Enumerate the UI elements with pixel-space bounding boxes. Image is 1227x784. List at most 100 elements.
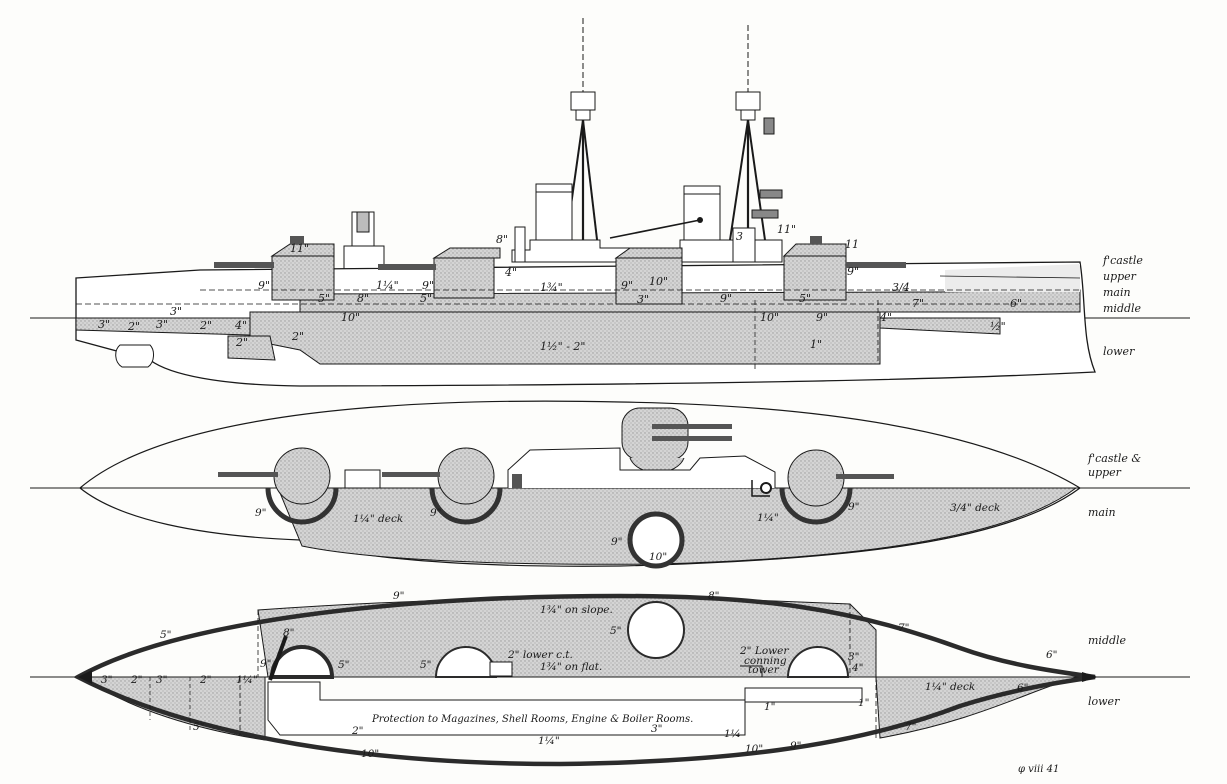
armor-thickness-label: 3: [736, 230, 743, 243]
deck-label-fcastle: f'castle: [1102, 254, 1143, 267]
armor-thickness-label: 9": [255, 507, 267, 519]
armor-thickness-label: 3": [101, 674, 113, 686]
armor-thickness-label: 3/4" deck: [950, 502, 1000, 514]
armor-thickness-label: 5": [338, 659, 350, 671]
profile-turrets: [214, 236, 906, 305]
armor-thickness-label: 1¼": [376, 279, 399, 292]
armor-thickness-label: 9": [260, 658, 272, 670]
plan-lower-armor-labels: 9"8"1¾" on slope.5"8"5"7"9"5"5"2" lower …: [101, 590, 1058, 760]
armor-thickness-label: 1¾" on flat.: [540, 661, 602, 673]
profile-deck-lines: [76, 275, 1081, 372]
plan-lower-view: middle lower Protection to Magazines, Sh…: [30, 590, 1190, 767]
armor-thickness-label: 9": [848, 501, 860, 513]
plan-lower-deck-middle: middle: [1088, 634, 1127, 647]
armor-thickness-label: 4": [504, 266, 517, 279]
armor-thickness-label: 2": [291, 330, 304, 343]
armor-thickness-label: 10": [341, 311, 360, 324]
armor-thickness-label: 1½" - 2": [540, 340, 586, 353]
armor-thickness-label: 5": [420, 292, 432, 305]
aft-belt: [879, 317, 1001, 335]
plan-upper-barbettes: [218, 407, 894, 569]
armor-thickness-label: 9": [720, 292, 732, 305]
plan-upper-deck-main: main: [1088, 506, 1116, 519]
armor-thickness-label: 2": [127, 320, 140, 333]
armor-thickness-label: 1¾": [540, 281, 563, 294]
armor-thickness-label: 9": [430, 507, 442, 519]
armor-thickness-label: 1¼": [757, 512, 779, 524]
armor-thickness-label: 3": [637, 293, 649, 306]
plan-upper-outline: [79, 400, 1082, 567]
armor-thickness-label: 6": [1017, 682, 1029, 694]
artist-signature: φ viii 41: [1018, 764, 1059, 775]
armor-thickness-label: 11": [290, 242, 309, 255]
deck-label-upper: upper: [1103, 270, 1137, 283]
armor-thickness-label: 2": [199, 674, 212, 686]
armor-thickness-label: 11": [777, 223, 796, 236]
armor-thickness-label: 1¼: [724, 728, 741, 740]
armor-thickness-label: 9": [258, 279, 270, 292]
armor-thickness-label: 9": [790, 740, 802, 752]
armor-thickness-label: 1¼" deck: [353, 513, 403, 525]
armor-thickness-label: 1": [764, 701, 776, 713]
plan-upper-view: f'castle & upper main 9"9"1¼" deck9"10"1…: [30, 400, 1190, 569]
plan-upper-deck-fcastle: f'castle &: [1087, 452, 1141, 465]
masts: [564, 18, 783, 249]
armor-thickness-label: conning: [744, 655, 787, 667]
plan-lower-deck-lower: lower: [1088, 695, 1120, 708]
armor-thickness-label: 9": [621, 279, 633, 292]
armor-thickness-label: 3": [156, 674, 168, 686]
armor-thickness-label: tower: [748, 664, 780, 676]
armor-thickness-label: 8": [357, 292, 369, 305]
profile-deck-labels: f'castle upper main middle lower: [1102, 254, 1143, 358]
funnels: [535, 183, 721, 249]
armor-thickness-label: 4": [851, 662, 864, 674]
armor-thickness-label: 10": [760, 311, 779, 324]
armor-thickness-label: 7": [905, 721, 917, 733]
armor-thickness-label: 5": [420, 659, 432, 671]
armor-thickness-label: 2": [199, 319, 212, 332]
armor-thickness-label: 5": [799, 292, 811, 305]
armor-thickness-label: 9": [393, 590, 405, 602]
armor-thickness-label: 3": [651, 723, 663, 735]
armor-thickness-label: 7": [898, 622, 910, 634]
profile-view: f'castle upper main middle lower 11" 9" 5"…: [30, 18, 1190, 387]
armor-thickness-label: 10": [649, 275, 668, 288]
protection-note: Protection to Magazines, Shell Rooms, En…: [371, 714, 693, 725]
armor-thickness-label: 11: [845, 238, 859, 251]
armor-thickness-label: 1¼": [538, 735, 560, 747]
armor-thickness-label: 5": [610, 625, 622, 637]
armor-thickness-label: 6": [1046, 649, 1058, 661]
armor-thickness-label: 3/4: [892, 281, 910, 294]
armor-thickness-label: 7": [912, 297, 924, 310]
armor-thickness-label: 8": [283, 627, 295, 639]
armor-thickness-label: 3": [848, 651, 860, 663]
armor-thickness-label: 3": [156, 318, 168, 331]
deck-label-middle: middle: [1103, 302, 1142, 315]
armor-thickness-label: 1": [858, 697, 870, 709]
armor-thickness-label: 5": [193, 721, 205, 733]
armor-thickness-label: 9": [816, 311, 828, 324]
armor-thickness-label: 10": [361, 748, 379, 760]
deck-label-main: main: [1103, 286, 1131, 299]
profile-armor-labels: 11"9"5"8"1¼"5"9"4"8"1¾"3"9"10"9"5"311"11…: [98, 223, 1022, 353]
armor-thickness-label: 5": [160, 629, 172, 641]
deck-label-lower: lower: [1103, 345, 1135, 358]
armor-thickness-label: 4": [234, 319, 247, 332]
armor-thickness-label: 6": [1010, 297, 1022, 310]
armor-thickness-label: 3": [98, 318, 110, 331]
rudder: [115, 344, 154, 368]
armor-thickness-label: ½": [990, 320, 1006, 333]
armor-thickness-label: 4": [879, 311, 892, 324]
armor-thickness-label: 1¾" on slope.: [540, 604, 613, 616]
armor-thickness-label: 3": [170, 305, 182, 318]
plan-upper-deck-upper: upper: [1088, 466, 1122, 479]
plan-lower-barbettes: [268, 601, 850, 681]
armor-thickness-label: 2": [351, 725, 364, 737]
armor-thickness-label: 2" Lower: [739, 645, 789, 657]
armor-thickness-label: 9": [847, 265, 859, 278]
armor-thickness-label: 1¼" deck: [925, 681, 975, 693]
fore-belt: [75, 317, 251, 336]
